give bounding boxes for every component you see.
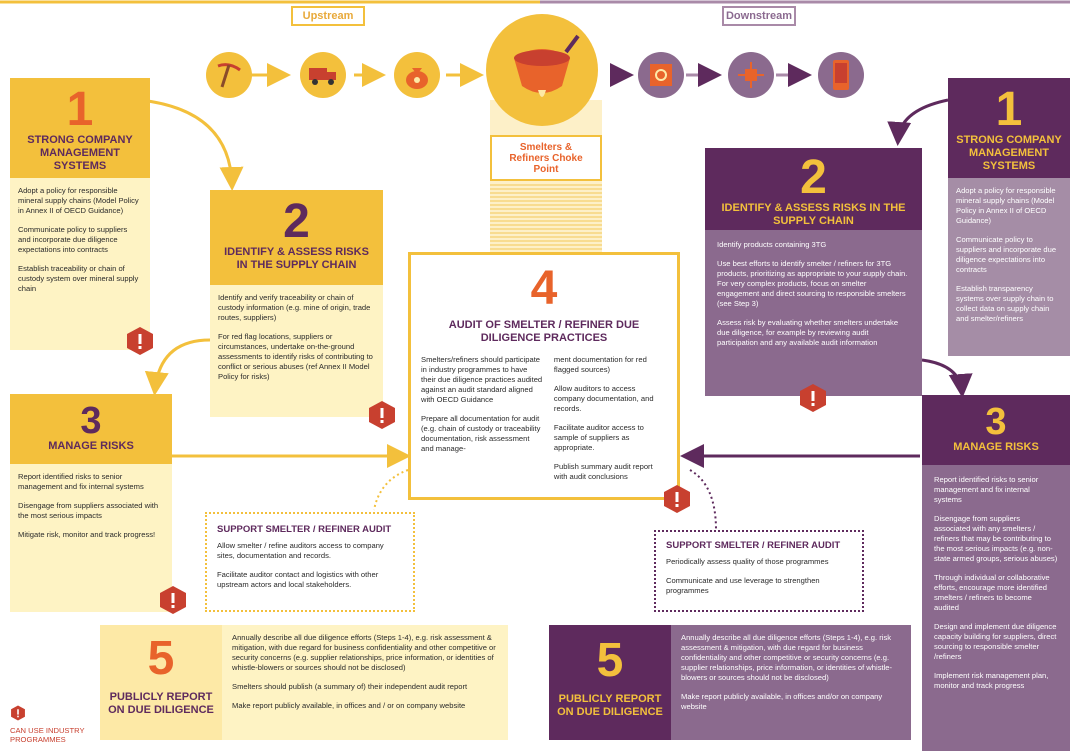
list-item: Disengage from suppliers associated with…	[18, 501, 159, 520]
upstream-step2-number: 2	[283, 195, 310, 248]
upstream-label: Upstream	[291, 6, 365, 26]
downstream-step2-number: 2	[800, 151, 827, 204]
upstream-step1-header: 1 STRONG COMPANY MANAGEMENT SYSTEMS	[10, 78, 150, 178]
upstream-step3-title: MANAGE RISKS	[48, 440, 134, 452]
list-item: Publish summary audit report with audit …	[553, 462, 653, 481]
list-item: Adopt a policy for responsible mineral s…	[18, 186, 139, 215]
upstream-step5-title: PUBLICLY REPORT ON DUE DILIGENCE	[108, 691, 214, 716]
upstream-step1-number: 1	[66, 83, 94, 136]
upstream-step1-title: STRONG COMPANY MANAGEMENT SYSTEMS	[27, 134, 133, 172]
list-item: Identify products containing 3TG	[717, 240, 827, 249]
list-item: Through individual or collaborative effo…	[934, 573, 1050, 612]
money-bag-icon	[394, 52, 440, 98]
downstream-step5-header: 5 PUBLICLY REPORT ON DUE DILIGENCE	[549, 625, 671, 740]
warning-icon	[664, 485, 690, 513]
downstream-step1-list: Adopt a policy for responsible mineral s…	[948, 178, 1070, 356]
list-item: Annually describe all due diligence effo…	[681, 633, 893, 682]
list-item: Annually describe all due diligence effo…	[232, 633, 496, 672]
upstream-support-box: SUPPORT SMELTER / REFINER AUDIT Allow sm…	[205, 512, 415, 612]
list-item: Communicate policy to suppliers and inco…	[18, 225, 128, 254]
pickaxe-icon	[206, 52, 252, 98]
downstream-step3-number: 3	[985, 401, 1007, 443]
list-item: Adopt a policy for responsible mineral s…	[956, 186, 1056, 225]
smartphone-icon	[818, 52, 864, 98]
upstream-step5-header: 5 PUBLICLY REPORT ON DUE DILIGENCE	[100, 625, 222, 740]
upstream-step3-number: 3	[80, 400, 102, 442]
list-item: Smelters/refiners should participate in …	[421, 355, 543, 404]
upstream-step5-number: 5	[147, 632, 175, 685]
downstream-step3-header: 3 MANAGE RISKS	[922, 395, 1070, 465]
downstream-step3-title: MANAGE RISKS	[953, 441, 1039, 453]
choke-point-label: Smelters & Refiners Choke Point	[490, 135, 602, 181]
downstream-step2-list: Identify products containing 3TG Use bes…	[705, 230, 922, 396]
list-item: Communicate and use leverage to strength…	[666, 576, 820, 595]
downstream-step3-list: Report identified risks to senior manage…	[922, 465, 1070, 751]
safe-icon	[638, 52, 684, 98]
warning-icon	[160, 586, 186, 614]
downstream-step1-header: 1 STRONG COMPANY MANAGEMENT SYSTEMS	[948, 78, 1070, 178]
list-item: Design and implement due diligence capac…	[934, 622, 1057, 661]
upstream-step1-list: Adopt a policy for responsible mineral s…	[10, 178, 150, 350]
microchip-icon	[728, 52, 774, 98]
list-item: Allow smelter / refine auditors access t…	[217, 541, 384, 560]
warning-icon	[11, 705, 25, 721]
downstream-step5-list: Annually describe all due diligence effo…	[671, 625, 911, 740]
downstream-step5-number: 5	[596, 634, 624, 687]
downstream-step2-header: 2 IDENTIFY & ASSESS RISKS IN THE SUPPLY …	[705, 148, 922, 230]
audit-number: 4	[530, 262, 558, 315]
list-item: Make report publicly available, in offic…	[232, 701, 466, 710]
list-item: Prepare all documentation for audit (e.g…	[421, 414, 541, 453]
list-item: Report identified risks to senior manage…	[18, 472, 144, 491]
list-item: For red flag locations, suppliers or cir…	[218, 332, 373, 381]
list-item: Identify and verify traceability or chai…	[218, 293, 371, 322]
warning-icon	[800, 384, 826, 412]
list-item: Facilitate auditor contact and logistics…	[217, 570, 379, 589]
audit-box: 4 AUDIT OF SMELTER / REFINER DUE DILIGEN…	[408, 252, 680, 500]
upstream-step2-header: 2 IDENTIFY & ASSESS RISKS IN THE SUPPLY …	[210, 190, 383, 285]
list-item: Mitigate risk, monitor and track progres…	[18, 530, 156, 539]
downstream-step1-title: STRONG COMPANY MANAGEMENT SYSTEMS	[956, 134, 1062, 172]
warning-icon	[127, 327, 153, 355]
list-item: Establish transparency systems over supp…	[956, 284, 1054, 323]
ladle-icon	[486, 14, 598, 126]
list-item: Disengage from suppliers associated with…	[934, 514, 1058, 563]
upstream-step3-header: 3 MANAGE RISKS	[10, 394, 172, 464]
downstream-label: Downstream	[722, 6, 796, 26]
list-item: Allow auditors to access company documen…	[553, 384, 654, 413]
downstream-support-box: SUPPORT SMELTER / REFINER AUDIT Periodic…	[654, 530, 864, 612]
downstream-step2-title: IDENTIFY & ASSESS RISKS IN THE SUPPLY CH…	[721, 202, 906, 227]
list-item: Make report publicly available, in offic…	[681, 692, 883, 711]
audit-title: AUDIT OF SMELTER / REFINER DUE DILIGENCE…	[448, 319, 640, 344]
truck-icon	[300, 52, 346, 98]
upstream-support-title: SUPPORT SMELTER / REFINER AUDIT	[217, 524, 392, 535]
downstream-step5-title: PUBLICLY REPORT ON DUE DILIGENCE	[557, 693, 663, 718]
list-item: Facilitate auditor access to sample of s…	[553, 423, 644, 452]
downstream-support-title: SUPPORT SMELTER / REFINER AUDIT	[666, 540, 841, 551]
list-item: ment documentation for red flagged sourc…	[553, 355, 647, 374]
downstream-step1-number: 1	[995, 83, 1023, 136]
list-item: Implement risk management plan, monitor …	[934, 671, 1049, 690]
list-item: Smelters should publish (a summary of) t…	[232, 682, 468, 691]
list-item: Assess risk by evaluating whether smelte…	[717, 318, 899, 347]
list-item: Establish traceability or chain of custo…	[18, 264, 139, 293]
upstream-step3-list: Report identified risks to senior manage…	[10, 464, 172, 612]
list-item: Report identified risks to senior manage…	[934, 475, 1039, 504]
upstream-step2-list: Identify and verify traceability or chai…	[210, 285, 383, 417]
list-item: Communicate policy to suppliers and inco…	[956, 235, 1057, 274]
list-item: Periodically assess quality of those pro…	[666, 557, 829, 566]
list-item: Use best efforts to identify smelter / r…	[717, 259, 908, 308]
upstream-step2-title: IDENTIFY & ASSESS RISKS IN THE SUPPLY CH…	[224, 246, 369, 271]
legend-text: CAN USE INDUSTRY PROGRAMMES	[10, 726, 85, 744]
warning-icon	[369, 401, 395, 429]
upstream-step5-list: Annually describe all due diligence effo…	[222, 625, 508, 740]
